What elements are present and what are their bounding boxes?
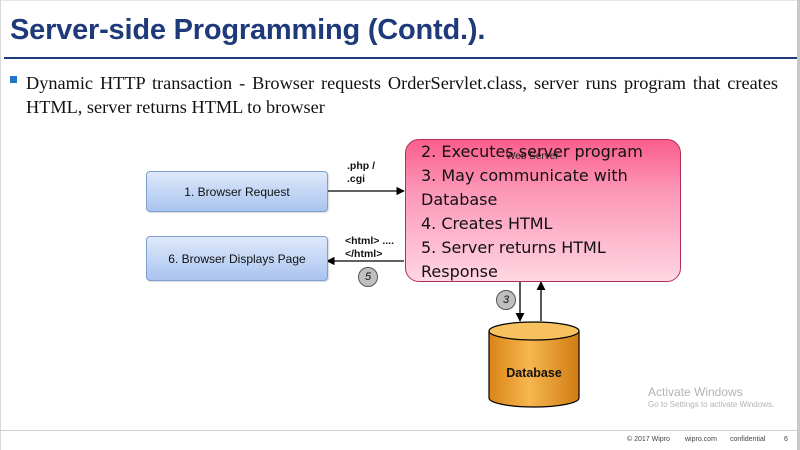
browser-request-label: 1. Browser Request bbox=[184, 184, 290, 199]
step-3-badge: 3 bbox=[496, 290, 516, 310]
response-label-line: <html> .... bbox=[345, 235, 395, 247]
frame-left bbox=[0, 0, 1, 450]
server-step-line: 3. May communicate with bbox=[421, 166, 628, 185]
database-label: Database bbox=[506, 366, 562, 380]
request-label-line: .php / bbox=[347, 160, 375, 172]
bullet-text: Dynamic HTTP transaction - Browser reque… bbox=[26, 73, 778, 117]
bullet-icon bbox=[10, 76, 17, 83]
server-step-line: 4. Creates HTML bbox=[421, 214, 553, 233]
response-label-line: </html> bbox=[345, 248, 383, 260]
server-steps: 2. Executes server program 3. May commun… bbox=[421, 140, 677, 284]
title-underline bbox=[4, 57, 797, 59]
footer-copyright: © 2017 Wipro bbox=[627, 436, 670, 443]
server-step-line: 5. Server returns HTML bbox=[421, 238, 606, 257]
activate-windows-title: Activate Windows bbox=[648, 385, 743, 399]
server-step-line: 2. Executes server program bbox=[421, 142, 643, 161]
browser-displays-box: 6. Browser Displays Page bbox=[146, 236, 328, 281]
response-label: <html> .... </html> bbox=[345, 235, 394, 261]
request-label-line: .cgi bbox=[347, 173, 366, 185]
slide-title: Server-side Programming (Contd.). bbox=[10, 14, 486, 46]
footer-site: wipro.com bbox=[685, 436, 717, 443]
footer-classification: confidential bbox=[730, 436, 766, 443]
request-label: .php / .cgi bbox=[347, 160, 375, 186]
step-5-badge: 5 bbox=[358, 267, 378, 287]
footer-page-number: 6 bbox=[784, 436, 788, 443]
footer-rule bbox=[0, 430, 797, 431]
frame-top bbox=[0, 0, 800, 1]
browser-request-box: 1. Browser Request bbox=[146, 171, 328, 212]
server-step-line: Database bbox=[421, 190, 498, 209]
web-server-label: Web Server bbox=[506, 151, 559, 162]
activate-windows-hint: Go to Settings to activate Windows. bbox=[648, 400, 775, 409]
server-step-line: Response bbox=[421, 262, 498, 281]
frame-right bbox=[797, 0, 800, 450]
browser-displays-label: 6. Browser Displays Page bbox=[168, 251, 306, 266]
web-server-box bbox=[405, 139, 681, 282]
database-cylinder-icon bbox=[488, 321, 580, 408]
